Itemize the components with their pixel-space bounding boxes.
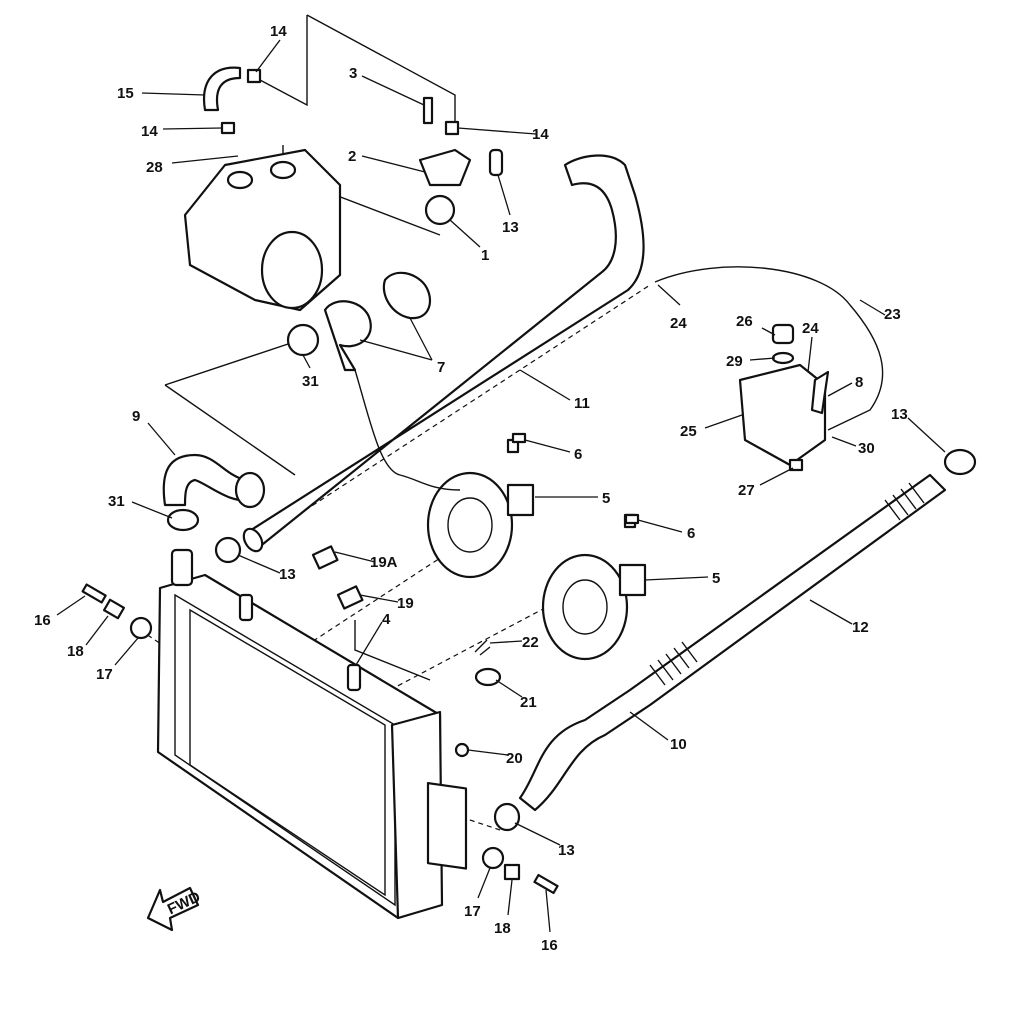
fwd-arrow: FWD xyxy=(146,886,203,932)
label-3: 3 xyxy=(349,65,357,82)
label-18: 18 xyxy=(67,643,84,660)
label-26: 26 xyxy=(736,313,753,330)
label-24: 24 xyxy=(802,320,819,337)
label-23: 23 xyxy=(884,306,901,323)
fan-motor-1 xyxy=(426,438,535,579)
label-24: 24 xyxy=(670,315,687,332)
label-15: 15 xyxy=(117,85,134,102)
label-13: 13 xyxy=(558,842,575,859)
label-11: 11 xyxy=(574,395,590,412)
label-30: 30 xyxy=(858,440,875,457)
label-16: 16 xyxy=(34,612,51,629)
label-21: 21 xyxy=(520,694,537,711)
thermostat-housing xyxy=(183,148,342,312)
label-18: 18 xyxy=(494,920,511,937)
label-8: 8 xyxy=(855,374,863,391)
label-20: 20 xyxy=(506,750,523,767)
label-25: 25 xyxy=(680,423,697,440)
label-27: 27 xyxy=(738,482,755,499)
label-1: 1 xyxy=(481,247,489,264)
label-16: 16 xyxy=(541,937,558,954)
radiator xyxy=(156,548,468,920)
label-17: 17 xyxy=(96,666,113,683)
label-10: 10 xyxy=(670,736,687,753)
label-14: 14 xyxy=(532,126,549,143)
label-7: 7 xyxy=(437,359,445,376)
label-31: 31 xyxy=(302,373,319,390)
label-22: 22 xyxy=(522,634,539,651)
label-14: 14 xyxy=(270,23,287,40)
hose-9 xyxy=(162,453,266,509)
fan-motor-2 xyxy=(541,513,647,661)
label-13: 13 xyxy=(891,406,908,423)
sensors xyxy=(311,545,502,687)
label-6: 6 xyxy=(687,525,695,542)
hose-11 xyxy=(242,154,645,553)
label-5: 5 xyxy=(602,490,610,507)
upper-small-parts xyxy=(202,66,504,372)
label-28: 28 xyxy=(146,159,163,176)
label-19a: 19A xyxy=(370,554,398,571)
part-labels: 14 15 3 14 14 2 28 13 1 24 26 24 23 7 29… xyxy=(34,23,908,954)
label-13: 13 xyxy=(279,566,296,583)
fan-wiring xyxy=(354,369,461,491)
hose-12 xyxy=(518,473,947,812)
label-2: 2 xyxy=(348,148,356,165)
clamps-fasteners xyxy=(81,432,977,895)
label-12: 12 xyxy=(852,619,869,636)
label-29: 29 xyxy=(726,353,743,370)
leader-lines xyxy=(56,39,946,933)
label-31: 31 xyxy=(108,493,125,510)
label-17: 17 xyxy=(464,903,481,920)
label-13: 13 xyxy=(502,219,519,236)
label-14: 14 xyxy=(141,123,158,140)
label-6: 6 xyxy=(574,446,582,463)
label-19: 19 xyxy=(397,595,414,612)
reservoir-tank xyxy=(654,266,884,472)
label-9: 9 xyxy=(132,408,140,425)
label-4: 4 xyxy=(382,611,391,628)
label-5: 5 xyxy=(712,570,720,587)
